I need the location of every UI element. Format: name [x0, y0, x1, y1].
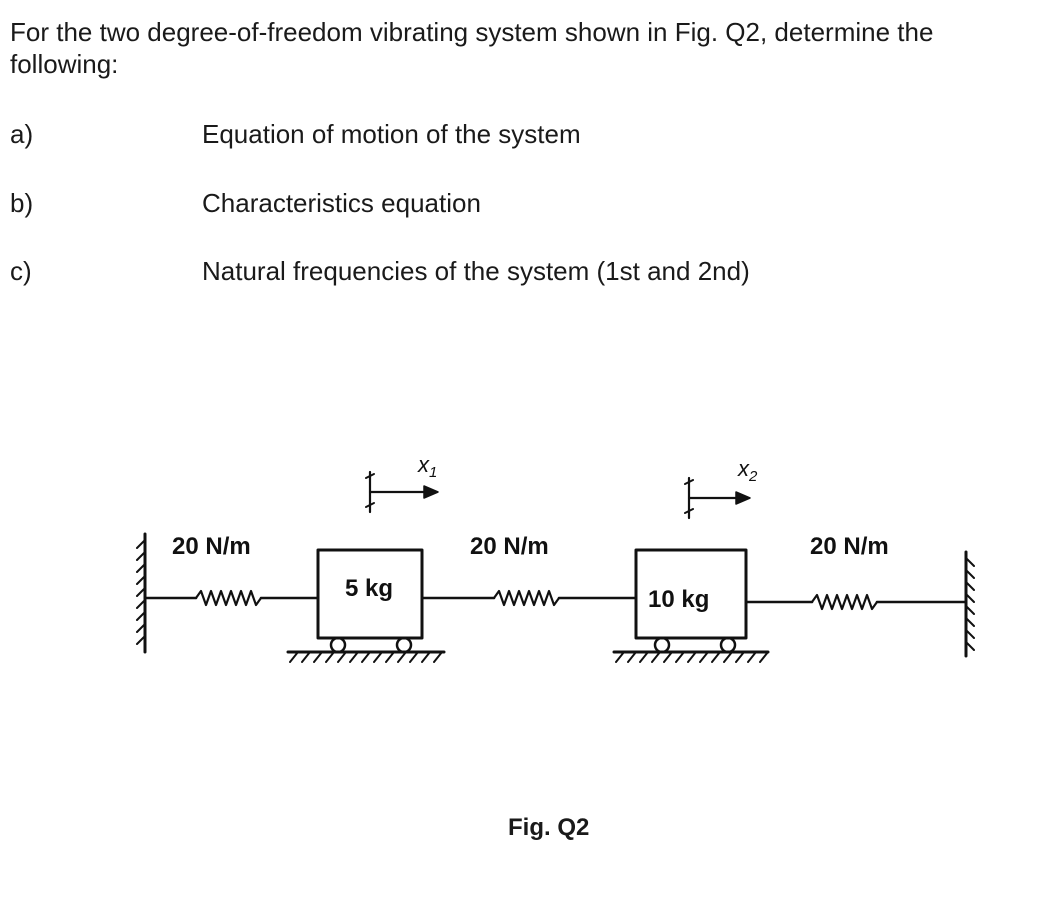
- displacement-arrow-x2: [684, 476, 751, 520]
- spring-left: [143, 589, 320, 607]
- displacement-label-x2: x2: [737, 456, 758, 485]
- right-wall: [964, 550, 975, 658]
- vibrating-system-figure: 20 N/m 20 N/m 20 N/m 5 kg 10 kg x1 x2: [136, 452, 975, 663]
- item-text: Characteristics equation: [202, 188, 481, 218]
- displacement-label-x1: x1: [417, 452, 437, 481]
- spring-label-left: 20 N/m: [172, 533, 251, 560]
- item-letter: b): [10, 188, 34, 218]
- item-letter: c): [10, 256, 32, 286]
- item-text: Equation of motion of the system: [202, 119, 581, 149]
- question-intro: For the two degree-of-freedom vibrating …: [10, 17, 934, 79]
- item-text: Natural frequencies of the system (1st a…: [202, 256, 750, 286]
- ground-1: [286, 650, 446, 663]
- spring-label-right: 20 N/m: [810, 533, 889, 560]
- ground-2: [612, 650, 770, 663]
- left-wall: [136, 532, 147, 654]
- spring-label-middle: 20 N/m: [470, 533, 549, 560]
- spring-right: [744, 593, 968, 611]
- mass-label-1: 5 kg: [345, 575, 393, 602]
- mass-label-2: 10 kg: [648, 586, 709, 613]
- figure-caption: Fig. Q2: [508, 814, 590, 841]
- displacement-arrow-x1: [365, 470, 439, 514]
- item-letter: a): [10, 119, 34, 149]
- spring-middle: [420, 589, 638, 607]
